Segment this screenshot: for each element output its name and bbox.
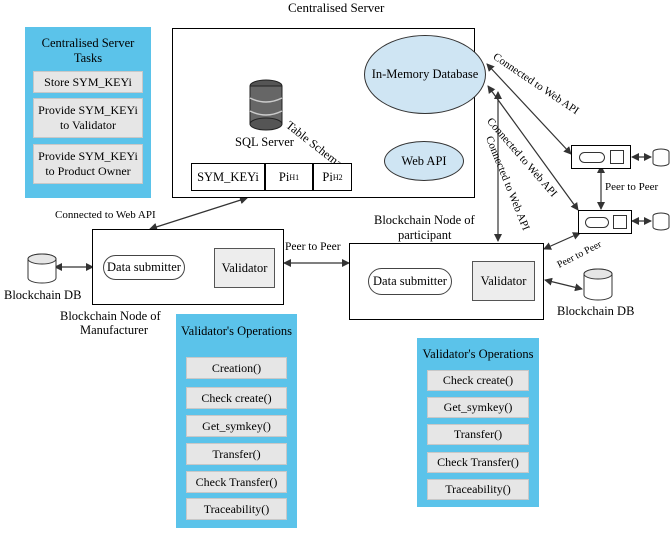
validator-ops-left-title: Validator's Operations xyxy=(181,324,292,338)
edge-label-connected-web-api-left: Connected to Web API xyxy=(55,209,156,221)
device-slot-pill xyxy=(579,152,605,163)
device-slot-square xyxy=(613,215,627,229)
server-tasks-panel: Centralised Server Tasks Store SYM_KEYi … xyxy=(25,27,151,198)
validator-op-item: Transfer() xyxy=(427,424,529,445)
participant-node-label-2: participant xyxy=(398,228,452,242)
peer-device-top xyxy=(571,145,631,169)
peer-db-bottom-icon xyxy=(652,212,670,231)
manufacturer-node-label-2: Manufacturer xyxy=(80,323,149,337)
edge-label-peer-left: Peer to Peer xyxy=(285,241,341,253)
validator-ops-right-panel: Validator's Operations Check create() Ge… xyxy=(417,338,539,507)
validator-op-item: Traceability() xyxy=(186,498,287,520)
blockchain-db-left-label: Blockchain DB xyxy=(4,288,82,302)
web-api-node: Web API xyxy=(384,141,464,181)
edge-db-right xyxy=(544,277,583,292)
validator-op-item: Get_symkey() xyxy=(427,397,529,418)
peer-db-top-icon xyxy=(652,148,670,167)
server-task-item: Provide SYM_KEYi to Validator xyxy=(33,98,143,138)
edge-label-peer-right: Peer to Peer xyxy=(605,181,659,193)
validator-op-item: Check Transfer() xyxy=(186,471,287,493)
schema-cell-pih2-main: Pi xyxy=(322,169,333,184)
schema-cell-symkey: SYM_KEYi xyxy=(191,163,265,191)
sql-server-label: SQL Server xyxy=(235,135,294,149)
validator-op-item: Check Transfer() xyxy=(427,452,529,473)
edge-peer2-to-memdb xyxy=(487,85,579,211)
schema-cell-pih1-main: Pi xyxy=(278,169,290,184)
validator-op-item: Check create() xyxy=(186,387,287,409)
peer-device-bottom xyxy=(578,210,632,234)
blockchain-db-left-icon xyxy=(27,253,57,284)
server-tasks-title-1: Centralised Server xyxy=(41,36,135,50)
validator-ops-left-panel: Validator's Operations Creation() Check … xyxy=(176,314,297,528)
schema-cell-pih1-sub: H1 xyxy=(289,172,300,182)
edge-peer2-to-participant xyxy=(543,232,581,250)
validator-op-item: Creation() xyxy=(186,357,287,379)
device-slot-square xyxy=(610,150,624,164)
device-slot-pill xyxy=(585,217,609,228)
centralised-server-title: Centralised Server xyxy=(288,0,385,15)
participant-validator: Validator xyxy=(472,261,535,301)
participant-node-label-1: Blockchain Node of xyxy=(374,213,475,227)
server-task-item: Provide SYM_KEYi to Product Owner xyxy=(33,144,143,184)
blockchain-db-right-label: Blockchain DB xyxy=(557,304,635,318)
manufacturer-validator: Validator xyxy=(214,248,275,288)
server-tasks-title-2: Tasks xyxy=(73,51,103,65)
sql-server-icon xyxy=(249,79,283,131)
validator-op-item: Check create() xyxy=(427,370,529,391)
in-memory-database: In-Memory Database xyxy=(364,35,486,114)
manufacturer-node-label-1: Blockchain Node of xyxy=(60,309,161,323)
server-task-item: Store SYM_KEYi xyxy=(33,71,143,93)
validator-ops-right-title: Validator's Operations xyxy=(422,347,534,361)
validator-op-item: Get_symkey() xyxy=(186,415,287,437)
participant-data-submitter: Data submitter xyxy=(368,268,452,295)
validator-op-item: Traceability() xyxy=(427,479,529,500)
edge-manufacturer-to-server xyxy=(149,196,248,231)
schema-cell-pih2-sub: H2 xyxy=(332,172,343,182)
blockchain-db-right-icon xyxy=(583,268,613,301)
manufacturer-data-submitter: Data submitter xyxy=(103,255,185,280)
validator-op-item: Transfer() xyxy=(186,443,287,465)
